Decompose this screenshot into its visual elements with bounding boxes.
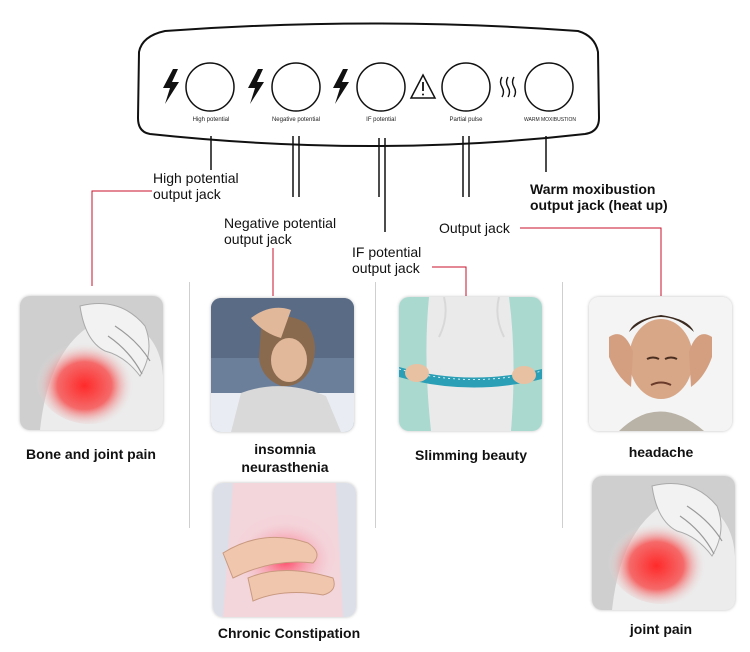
jack-leads — [210, 136, 547, 232]
caption-chronic-constipation: Chronic Constipation — [217, 625, 361, 641]
column-divider — [562, 282, 563, 528]
column-divider — [189, 282, 190, 528]
jack-negative-potential[interactable] — [271, 62, 321, 112]
callout-high-potential: High potential output jack — [153, 170, 239, 202]
caption-bone-joint-pain: Bone and joint pain — [26, 446, 156, 462]
caption-joint-pain: joint pain — [629, 621, 693, 637]
jack-label-if-potential: IF potential — [366, 117, 396, 123]
jack-if-potential[interactable] — [356, 62, 406, 112]
photo-slimming — [399, 297, 542, 431]
warning-triangle-icon — [409, 73, 437, 99]
photo-joint-pain — [592, 476, 735, 610]
jack-partial-pulse[interactable] — [441, 62, 491, 112]
callout-warm-moxibustion: Warm moxibustion output jack (heat up) — [530, 181, 668, 213]
column-divider — [375, 282, 376, 528]
callout-if-potential: IF potential output jack — [352, 244, 422, 276]
caption-slimming-beauty: Slimming beauty — [414, 447, 528, 463]
caption-insomnia: insomnia neurasthenia — [241, 441, 329, 475]
photo-knee-pain — [20, 296, 163, 430]
jack-label-high-potential: High potential — [192, 117, 230, 123]
caption-headache: headache — [628, 444, 694, 460]
heat-waves-icon — [499, 76, 517, 98]
jack-label-negative-potential: Negative potential — [271, 117, 321, 123]
jack-warm-moxibustion[interactable] — [524, 62, 574, 112]
red-leader-lines — [91, 190, 662, 296]
callout-output-jack: Output jack — [439, 220, 510, 236]
lightning-icon — [248, 69, 264, 104]
jack-label-partial-pulse: Partial pulse — [449, 117, 483, 123]
jack-high-potential[interactable] — [185, 62, 235, 112]
photo-headache — [589, 297, 732, 431]
jack-label-warm-moxibustion: WARM MOXIBUSTION — [523, 117, 577, 123]
photo-insomnia — [211, 298, 354, 432]
lightning-icon — [333, 69, 349, 104]
callout-negative-potential: Negative potential output jack — [224, 215, 337, 247]
photo-constipation — [213, 483, 356, 617]
lightning-icon — [163, 69, 179, 104]
